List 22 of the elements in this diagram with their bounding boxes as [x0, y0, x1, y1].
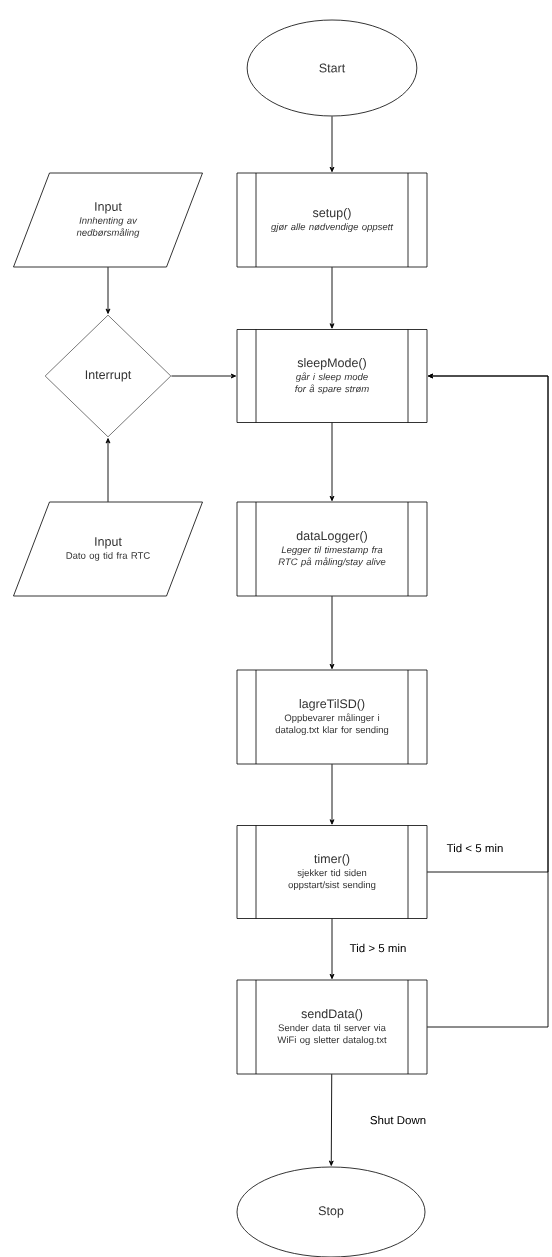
edge-label: Tid > 5 min	[348, 942, 408, 954]
input-parallelogram: Input Innhenting av nedbørsmåling	[13, 172, 203, 268]
arrow	[329, 595, 335, 670]
arrow	[105, 438, 111, 503]
arrow	[329, 115, 335, 173]
arrow	[170, 373, 237, 379]
edge-label: Tid < 5 min	[445, 842, 505, 854]
process-box: sendData() Sender data til server via WiFi og sletter datalog.txt	[236, 979, 428, 1075]
input-parallelogram: Input Dato og tid fra RTC	[13, 501, 203, 597]
arrow	[329, 266, 335, 329]
arrow	[329, 763, 335, 825]
process-box: timer() sjekker tid siden oppstart/sist sending	[236, 825, 428, 919]
arrow	[105, 266, 111, 314]
edge-label: Shut Down	[368, 1114, 428, 1126]
process-box: sleepMode() går i sleep mode for å spare strøm	[236, 329, 428, 423]
arrow	[426, 373, 549, 1028]
process-box: setup() gjør alle nødvendige oppsett	[236, 172, 428, 268]
arrow	[329, 422, 335, 502]
process-box: lagreTilSD() Oppbevarer målinger i datalog.txt klar for sending	[236, 669, 428, 765]
arrow	[328, 1073, 334, 1166]
arrow	[329, 918, 335, 980]
process-box: dataLogger() Legger til timestamp fra RTC på måling/stay alive	[236, 501, 428, 597]
